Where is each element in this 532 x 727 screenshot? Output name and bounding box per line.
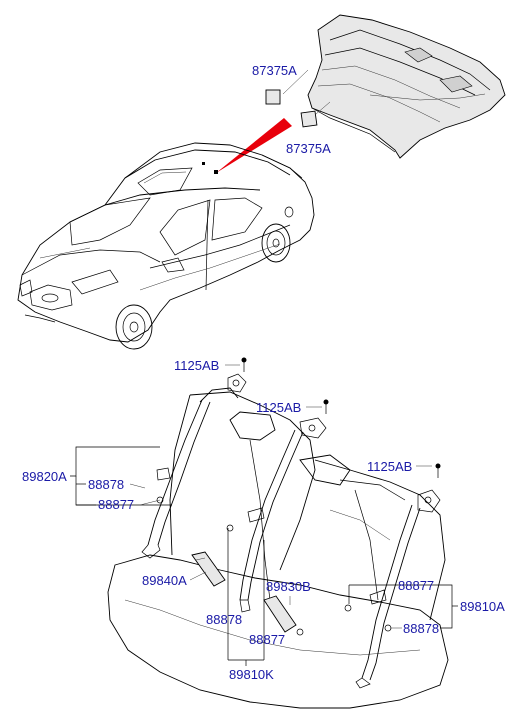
label-bolt-left: 1125AB: [174, 358, 219, 373]
label-belt-right-cover-a: 88878: [403, 621, 439, 636]
label-cover-center-b: 88877: [249, 632, 285, 647]
pad-lower: [300, 101, 331, 128]
label-belt-right-cover-b: 88877: [398, 578, 434, 593]
label-belt-left-assy: 89820A: [22, 469, 67, 484]
label-pad-upper: 87375A: [252, 63, 297, 78]
car-illustration: [17, 142, 315, 350]
buckle-left: [191, 551, 226, 587]
label-bolt-right: 1125AB: [367, 459, 412, 474]
label-belt-right-assy: 89810A: [460, 599, 505, 614]
location-pointer: [216, 118, 292, 173]
label-belt-center-assy: 89810K: [229, 667, 274, 682]
belt-left: [141, 357, 247, 559]
buckle-center: [263, 595, 304, 636]
label-belt-left-cover-a: 88878: [88, 477, 124, 492]
package-tray-panel: [307, 14, 506, 159]
label-belt-left-cover-b: 88877: [98, 497, 134, 512]
pad-upper: [265, 69, 309, 105]
label-buckle-center: 89830B: [266, 579, 311, 594]
label-pad-lower: 87375A: [286, 141, 331, 156]
label-buckle-left: 89840A: [142, 573, 187, 588]
label-bolt-center: 1125AB: [256, 400, 301, 415]
callout-lines: [70, 364, 458, 666]
belt-right: [344, 463, 441, 689]
label-cover-center-a: 88878: [206, 612, 242, 627]
belt-center: [226, 399, 329, 613]
